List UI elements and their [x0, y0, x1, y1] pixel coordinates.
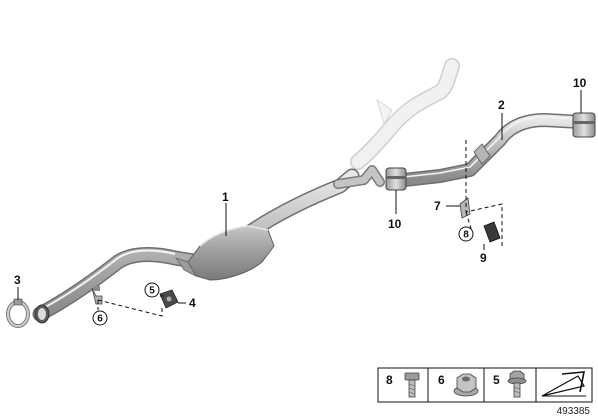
callout-1: 1 [222, 190, 229, 204]
rear-hanger-bracket [459, 197, 471, 219]
flange-nut-icon [453, 373, 479, 397]
svg-text:5: 5 [149, 286, 155, 297]
callout-10-rear: 10 [573, 76, 587, 90]
callout-3: 3 [14, 273, 21, 287]
leader-lines [17, 90, 582, 304]
bolt-icon [404, 372, 420, 398]
rear-pipe [397, 113, 587, 187]
collar-screw-icon [507, 370, 527, 398]
clamp-middle [385, 167, 407, 191]
circled-callout-6: 6 [92, 310, 108, 326]
svg-text:8: 8 [463, 230, 469, 241]
callout-7: 7 [434, 199, 441, 213]
legend-label-8: 8 [386, 373, 393, 387]
rear-rubber-mount [483, 221, 501, 243]
svg-text:6: 6 [97, 314, 103, 325]
circled-callout-8: 8 [458, 226, 474, 242]
diagonal-arrow-icon [541, 371, 586, 397]
callout-10-middle: 10 [388, 217, 402, 231]
circled-callout-5: 5 [144, 282, 160, 298]
callout-2: 2 [498, 98, 505, 112]
legend-label-5: 5 [493, 373, 500, 387]
clamp-rear [572, 112, 596, 138]
callout-9: 9 [480, 251, 487, 265]
parts-legend: 8 6 5 [377, 367, 593, 403]
front-rubber-mount [159, 289, 179, 309]
callout-4: 4 [189, 296, 196, 310]
front-pipe-with-catalytic-converter [32, 165, 385, 324]
legend-label-6: 6 [438, 373, 445, 387]
diagram-id: 493385 [557, 406, 591, 417]
clamp-ring-front [6, 298, 30, 328]
ghost-exhaust-pipe [350, 58, 460, 170]
